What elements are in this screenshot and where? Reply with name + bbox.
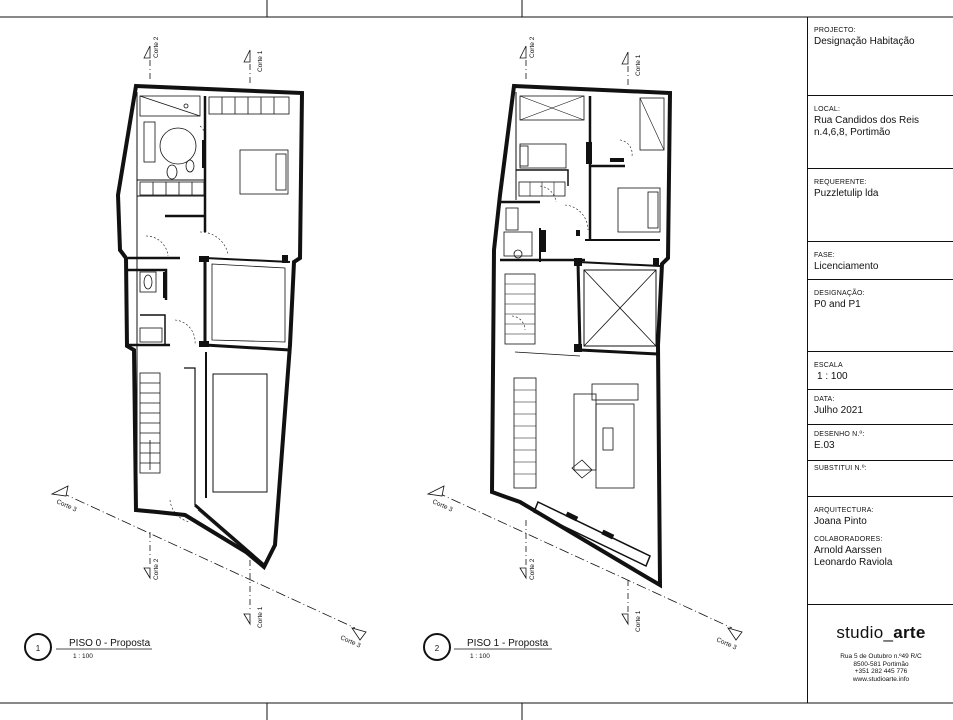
plan-scale-1: 1 : 100 [73,653,93,660]
corte-3-label-left-2: Corte 3 [431,498,454,513]
colaboradores-value: Arnold Aarssen Leonardo Raviola [814,545,893,568]
escala-label: ESCALA [814,362,843,369]
escala-cell: ESCALA 1 : 100 [808,352,953,390]
plan-title-2: PISO 1 - Proposta [467,638,549,649]
studio-name: studio_arte [808,623,953,643]
corte-1-label-top-2: Corte 1 [635,54,642,76]
fase-label: FASE: [814,252,835,259]
projecto-label: PROJECTO: [814,27,856,34]
local-cell: LOCAL: Rua Candidos dos Reis n.4,6,8, Po… [808,96,953,169]
arquitectura-cell: ARQUITECTURA: Joana Pinto COLABORADORES:… [808,497,953,605]
designacao-cell: DESIGNAÇÃO: P0 and P1 [808,280,953,352]
fase-value: Licenciamento [814,261,879,272]
escala-value: 1 : 100 [817,371,848,382]
corte-2-label-bottom-2: Corte 2 [529,558,536,580]
studio-address: Rua 5 de Outubro n.º49 R/C 8500-581 Port… [840,653,922,683]
section-markers-piso-1 [426,45,743,641]
arquitectura-value: Joana Pinto [814,516,867,527]
plan-number-1: 1 [36,644,41,653]
plan-number-2: 2 [435,644,440,653]
projecto-value: Designação Habitação [814,36,915,47]
corte-2-label-top-2: Corte 2 [529,36,536,58]
corte-1-label-bottom: Corte 1 [257,606,264,628]
arquitectura-label: ARQUITECTURA: [814,507,874,514]
corte-2-label-bottom: Corte 2 [153,558,160,580]
data-value: Julho 2021 [814,405,863,416]
plan-title-piso-0: 1 PISO 0 - Proposta 1 : 100 [24,633,152,661]
corte-1-label-top: Corte 1 [257,50,264,72]
studio-name-separator: _ [883,623,894,642]
plan-title-1: PISO 0 - Proposta [69,638,151,649]
corte-2-label-top: Corte 2 [153,36,160,58]
section-labels-piso-1: Corte 2 Corte 1 Corte 2 Corte 1 Corte 3 … [431,36,738,651]
substitui-cell: SUBSTITUI N.º: [808,461,953,497]
section-markers-piso-0 [50,45,367,641]
studio-name-part-1: studio [836,623,884,642]
data-cell: DATA: Julho 2021 [808,390,953,425]
studio-logo: studio_arte Rua 5 de Outubro n.º49 R/C 8… [808,617,953,683]
title-block: PROJECTO: Designação Habitação LOCAL: Ru… [807,17,953,703]
substitui-label: SUBSTITUI N.º: [814,465,867,472]
studio-name-part-2: arte [893,623,926,642]
local-value: Rua Candidos dos Reis n.4,6,8, Portimão [814,115,920,138]
local-label: LOCAL: [814,106,841,113]
floor-plan-piso-0 [115,83,305,571]
requerente-cell: REQUERENTE: Puzzletulip lda [808,169,953,242]
fase-cell: FASE: Licenciamento [808,242,953,280]
data-label: DATA: [814,396,835,403]
designacao-value: P0 and P1 [814,299,861,310]
desenho-cell: DESENHO N.º: E.03 [808,425,953,461]
requerente-value: Puzzletulip lda [814,188,879,199]
floor-plan-piso-1 [489,83,673,589]
corte-1-label-bottom-2: Corte 1 [635,610,642,632]
desenho-value: E.03 [814,440,835,451]
plan-title-piso-1: 2 PISO 1 - Proposta 1 : 100 [423,633,552,661]
plan-scale-2: 1 : 100 [470,653,490,660]
requerente-label: REQUERENTE: [814,179,867,186]
desenho-label: DESENHO N.º: [814,431,865,438]
corte-3-label-right-2: Corte 3 [715,636,738,651]
projecto-cell: PROJECTO: Designação Habitação [808,17,953,96]
designacao-label: DESIGNAÇÃO: [814,290,865,297]
colaboradores-label: COLABORADORES: [814,536,883,543]
corte-3-label-left: Corte 3 [55,498,78,513]
